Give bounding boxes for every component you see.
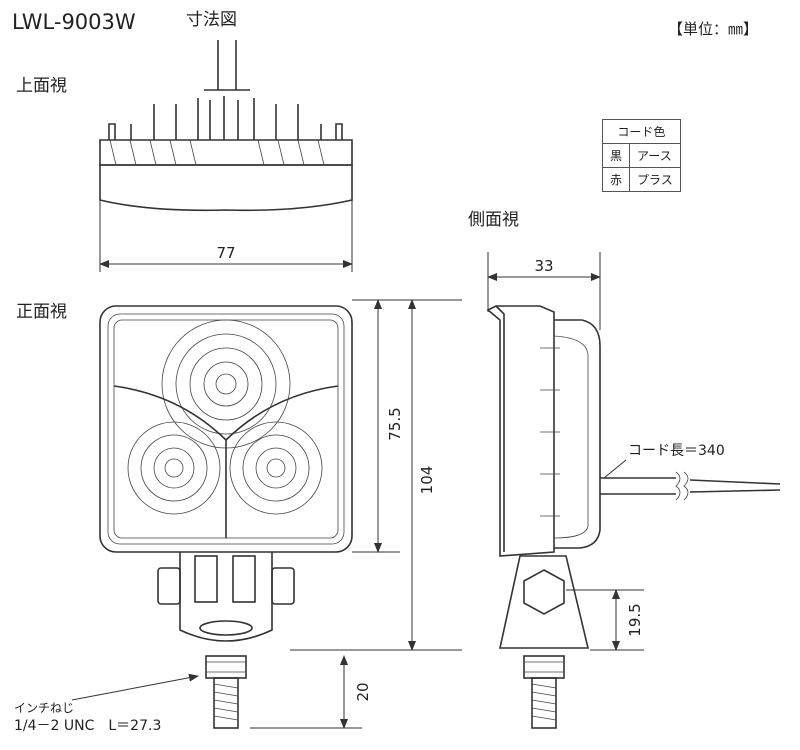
front-housing: [99, 305, 353, 553]
cord-color-table: コード色 黒 アース 赤 プラス: [601, 119, 681, 192]
side-heatsink-inner: [553, 335, 589, 539]
depth-dimension: 33: [534, 257, 553, 275]
side-bolt: [531, 677, 557, 729]
front-view-label: 正面視: [16, 302, 67, 322]
side-view-drawing: 33 19.5: [486, 252, 781, 729]
cord-leader-line: [603, 459, 627, 479]
lens-edge: [99, 164, 353, 212]
table-header-row: コード色: [602, 119, 681, 144]
side-housing: [486, 305, 555, 557]
cord-color-cell: 赤: [601, 167, 631, 192]
right-knob: [271, 567, 295, 605]
cord-use-cell: プラス: [629, 167, 681, 192]
side-hex-nut: [523, 569, 565, 615]
model-number: LWL-9003W: [12, 10, 136, 34]
reflector-pattern: [113, 319, 339, 538]
front-view-drawing: 75.5 104 20: [71, 299, 462, 729]
front-bracket: [179, 552, 273, 642]
bracket-slot-right: [232, 555, 256, 603]
width-dimension: 77: [216, 244, 235, 262]
table-row: 赤 プラス: [601, 167, 681, 192]
thread-spec: 1/4－2 UNC L＝27.3: [14, 718, 162, 734]
side-heatsink: [554, 319, 601, 549]
left-knob: [157, 567, 181, 605]
bracket-slot-left: [194, 555, 218, 603]
cord-color-cell: 黒: [601, 143, 631, 168]
bolt-length-dimension: 20: [354, 682, 372, 701]
total-height-dimension: 104: [418, 466, 436, 495]
bracket-washer: [199, 620, 253, 636]
top-cable: [217, 40, 237, 90]
bracket-height-dimension: 19.5: [626, 603, 644, 636]
housing-back: [99, 139, 353, 166]
side-bracket: [499, 555, 590, 649]
thread-leader-line: [71, 673, 199, 701]
cord-length-label: コード長＝340: [628, 443, 725, 459]
top-view-label: 上面視: [16, 76, 67, 96]
unit-label: 【単位：㎜】: [668, 20, 759, 38]
thread-label: インチねじ: [14, 701, 75, 715]
top-view-drawing: 77: [99, 40, 353, 272]
side-lens-edge: [495, 305, 505, 552]
document-title: 寸法図: [186, 10, 237, 30]
front-bezel: [107, 313, 345, 545]
side-view-label: 側面視: [468, 210, 519, 230]
front-nut: [205, 655, 247, 679]
side-cord: [600, 477, 676, 495]
cord-wires: [689, 479, 781, 493]
lens-height-dimension: 75.5: [386, 407, 404, 440]
table-header: コード色: [602, 119, 681, 144]
heatsink-fins: [108, 96, 343, 140]
side-nut: [523, 655, 565, 679]
front-bolt: [213, 677, 239, 729]
